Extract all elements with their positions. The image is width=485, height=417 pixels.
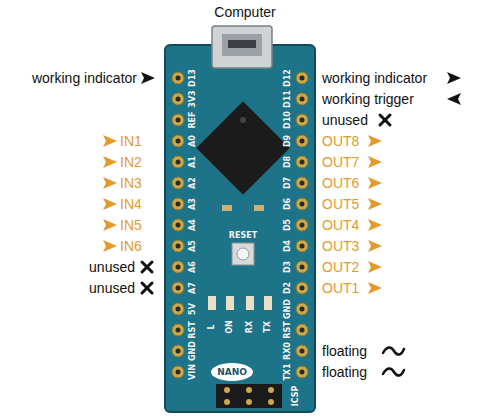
annotation-label: unused xyxy=(89,260,135,274)
annotation-label: floating xyxy=(322,365,367,379)
pin-label: D7 xyxy=(284,177,292,189)
output-label: OUT5 xyxy=(322,197,359,211)
input-label: IN5 xyxy=(120,218,142,232)
annotation-label: working indicator xyxy=(322,71,427,85)
pin-label: REF xyxy=(189,111,197,128)
output-label: OUT4 xyxy=(322,218,359,232)
output-label: OUT6 xyxy=(322,176,359,190)
heading-label: Computer xyxy=(214,5,275,19)
output-label: OUT1 xyxy=(322,281,359,295)
pin-label: GND xyxy=(284,299,292,319)
led-label: TX xyxy=(264,321,272,333)
output-label: OUT3 xyxy=(322,239,359,253)
led-label: L xyxy=(208,324,216,329)
pin-label: D9 xyxy=(284,135,292,147)
pin-label: 5V xyxy=(189,303,197,315)
pin-label: A7 xyxy=(189,282,197,294)
input-label: IN4 xyxy=(120,197,142,211)
pin-label: RST xyxy=(189,321,197,338)
pin-label: A5 xyxy=(189,240,197,252)
led-label: ON xyxy=(226,320,234,334)
pin-label: D6 xyxy=(284,198,292,210)
pin-label: A1 xyxy=(189,156,197,168)
pin-label: D8 xyxy=(284,156,292,168)
pin-label: A2 xyxy=(189,177,197,189)
pin-label: GND xyxy=(189,341,197,361)
pin-label: RST xyxy=(284,321,292,338)
pin-label: TX1 xyxy=(284,363,292,380)
pin-label: D2 xyxy=(284,282,292,294)
silkscreen-label: RESET xyxy=(229,232,257,240)
annotation-label: working indicator xyxy=(32,71,137,85)
silkscreen-label: ICSP xyxy=(292,386,300,407)
pin-label: D13 xyxy=(189,69,197,87)
output-label: OUT2 xyxy=(322,260,359,274)
pin-label: D4 xyxy=(284,240,292,252)
pin-label: D5 xyxy=(284,219,292,231)
output-label: OUT8 xyxy=(322,134,359,148)
pin-label: A6 xyxy=(189,261,197,273)
annotation-label: floating xyxy=(322,344,367,358)
pin-label: A4 xyxy=(189,219,197,231)
annotation-label: working trigger xyxy=(322,92,414,106)
pin-label: D3 xyxy=(284,261,292,273)
annotation-label: unused xyxy=(322,113,368,127)
input-label: IN1 xyxy=(120,134,142,148)
led-label: RX xyxy=(246,321,254,333)
annotation-label: unused xyxy=(89,281,135,295)
pin-label: D12 xyxy=(284,69,292,87)
input-label: IN2 xyxy=(120,155,142,169)
pin-label: VIN xyxy=(189,364,197,380)
output-label: OUT7 xyxy=(322,155,359,169)
pin-label: RX0 xyxy=(284,342,292,360)
board-name: NANO xyxy=(217,368,247,377)
pin-label: 3V3 xyxy=(189,90,197,107)
input-label: IN6 xyxy=(120,239,142,253)
input-label: IN3 xyxy=(120,176,142,190)
pin-label: A3 xyxy=(189,198,197,210)
pin-label: D11 xyxy=(284,90,292,108)
pin-label: A0 xyxy=(189,135,197,147)
pin-label: D10 xyxy=(284,111,292,129)
